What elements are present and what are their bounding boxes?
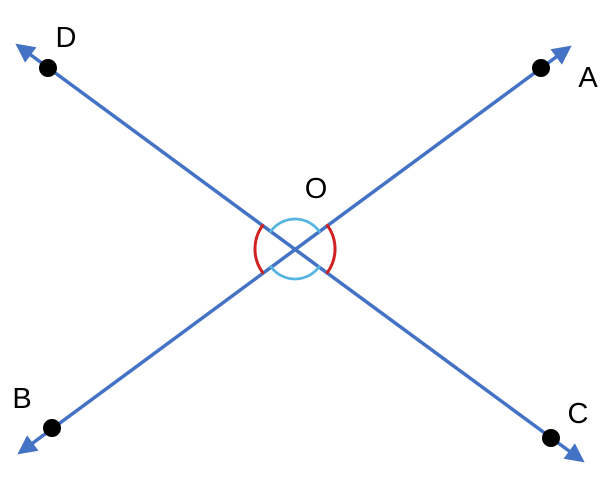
angle-arc-right-red (325, 224, 337, 274)
point-dot-a (532, 59, 550, 77)
label-c: C (568, 398, 589, 430)
angle-arc-left-red (253, 224, 265, 274)
angle-arc-bottom-blue (269, 265, 321, 281)
line-d-to-c (15, 43, 585, 463)
point-dot-c (542, 429, 560, 447)
point-dot-d (39, 59, 57, 77)
label-d: D (56, 22, 77, 54)
label-o: O (305, 173, 328, 205)
point-dot-b (43, 419, 61, 437)
label-b: B (12, 383, 31, 415)
angle-arc-top-blue (269, 217, 321, 233)
label-a: A (578, 62, 598, 94)
